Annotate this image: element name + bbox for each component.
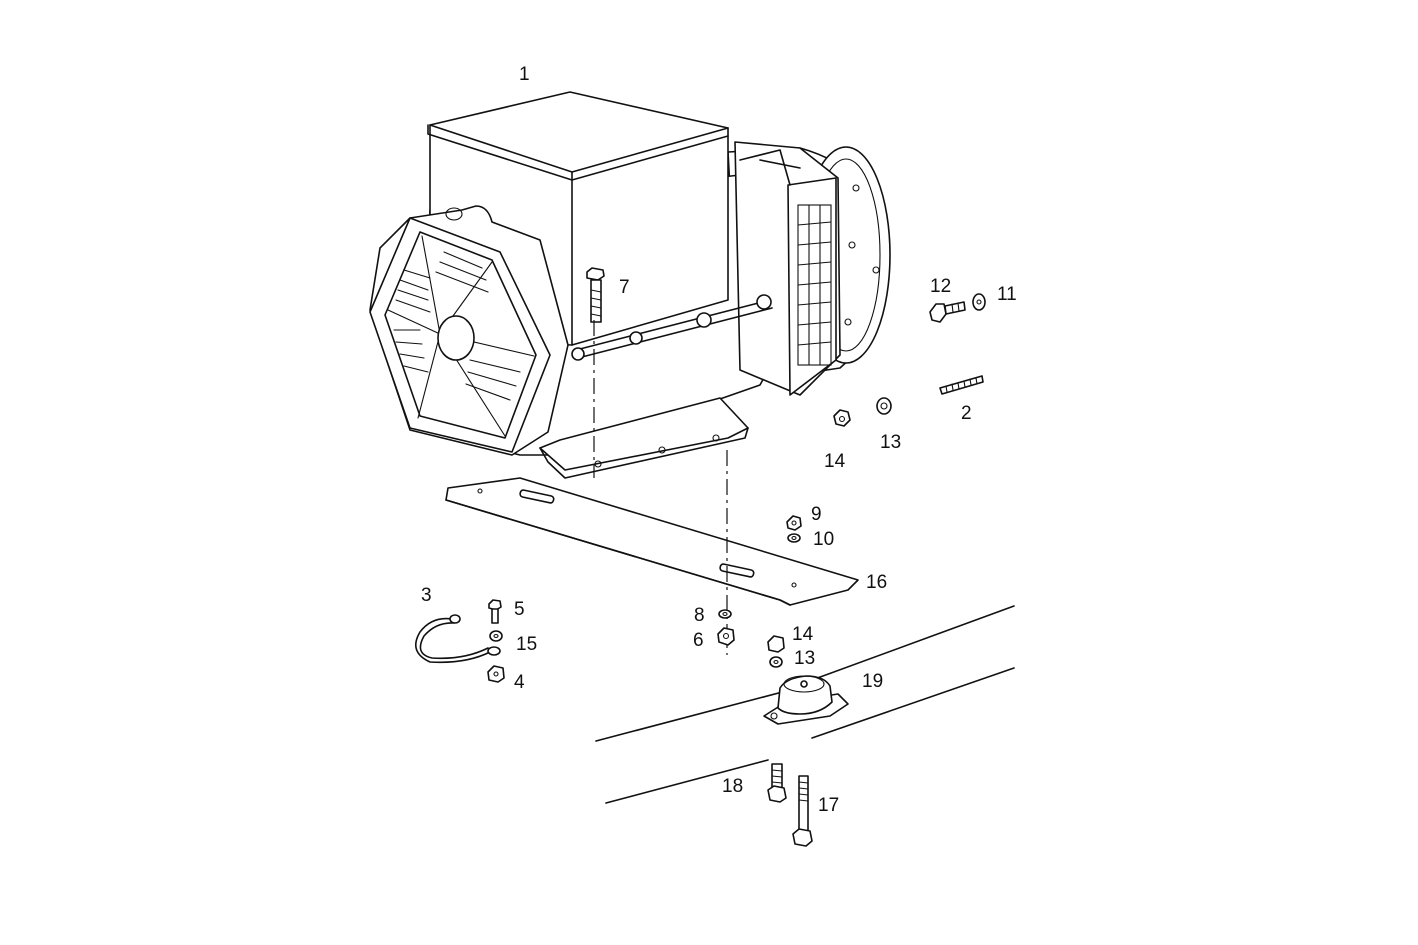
- mounting-foot: [539, 397, 749, 479]
- stud-2: [939, 375, 984, 395]
- callout-6: 6: [693, 630, 704, 651]
- bolt-7: [586, 267, 605, 323]
- callout-7: 7: [619, 277, 630, 298]
- base-plate-16: [445, 477, 859, 606]
- nut-14-top: [833, 409, 851, 427]
- callout-2: 2: [961, 403, 972, 424]
- alternator-assembly: [369, 91, 891, 479]
- callout-3: 3: [421, 585, 432, 606]
- callout-12: 12: [930, 276, 951, 297]
- washer-13-top: [876, 397, 892, 415]
- bolt-18: [767, 763, 787, 803]
- callout-16: 16: [866, 572, 887, 593]
- end-cover: [369, 205, 569, 456]
- bolt-17: [792, 775, 813, 847]
- earth-cable-3: [414, 614, 501, 664]
- callout-18: 18: [722, 776, 743, 797]
- frame-rails: [595, 605, 1015, 804]
- nut-6: [717, 627, 735, 646]
- exciter-grille-housing: [734, 141, 841, 396]
- nut-4: [487, 665, 505, 683]
- washer-8: [718, 609, 732, 619]
- anti-vibration-mount-19: [763, 675, 849, 725]
- callout-10: 10: [813, 529, 834, 550]
- nut-14-lower: [767, 635, 785, 653]
- callout-13-top: 13: [880, 432, 901, 453]
- nut-9: [786, 515, 802, 531]
- washer-13-lower: [769, 656, 783, 668]
- callout-14-top: 14: [824, 451, 846, 472]
- callout-17: 17: [818, 795, 839, 816]
- callout-15: 15: [516, 634, 537, 655]
- callout-labels: 1 7 12 11 2 13 14 9 10 16 3 5 15 4 8 6 1…: [421, 64, 1017, 816]
- callout-11: 11: [997, 284, 1017, 305]
- bolt-12: [929, 301, 966, 323]
- washer-10: [787, 533, 801, 543]
- callout-9: 9: [811, 504, 822, 525]
- callout-14-lower: 14: [792, 624, 814, 645]
- callout-5: 5: [514, 599, 525, 620]
- callout-4: 4: [514, 672, 525, 693]
- callout-13-lower: 13: [794, 648, 815, 669]
- washer-11: [972, 293, 986, 311]
- callout-1: 1: [519, 64, 530, 85]
- washer-15: [489, 630, 503, 642]
- callout-19: 19: [862, 671, 883, 692]
- tie-rod: [571, 294, 773, 361]
- bolt-5: [488, 599, 502, 624]
- callout-8: 8: [694, 605, 705, 626]
